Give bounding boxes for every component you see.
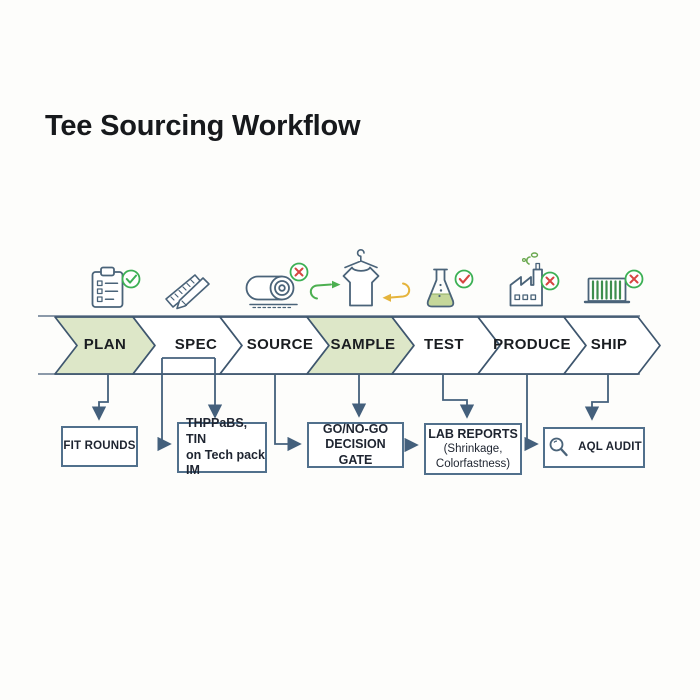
lab-reports-line-3: Colorfastness) [435, 457, 511, 470]
iterate-back-arrow-icon [382, 282, 411, 302]
lab-reports-box: LAB REPORTS (Shrinkage, Colorfastness) [424, 423, 522, 475]
connector-produce-to-aql [524, 375, 539, 452]
decision-gate-box: GO/NO-GO DECISION GATE [307, 422, 404, 468]
connector-source-to-gate [274, 375, 302, 452]
stage-label-ship: SHIP [590, 336, 628, 353]
plan-check-badge [121, 269, 141, 289]
stage-label-test: TEST [424, 336, 464, 353]
stage-label-plan: PLAN [83, 336, 127, 353]
container-icon [583, 277, 631, 304]
connector-test-to-lab [442, 375, 475, 419]
tshirt-icon [342, 249, 380, 307]
factory-icon [509, 252, 543, 307]
page-title: Tee Sourcing Workflow [45, 110, 361, 142]
aql-audit-label: AQL AUDIT [578, 441, 642, 454]
tech-pack-line-3: IM [186, 463, 200, 478]
decision-gate-line-2: DECISION GATE [325, 437, 386, 467]
lab-reports-line-2: (Shrinkage, [443, 443, 503, 456]
produce-fail-badge [540, 271, 560, 291]
tech-pack-line-2: on Tech pack [186, 447, 265, 462]
fit-rounds-label: FIT ROUNDS [63, 440, 136, 453]
magnifier-icon [549, 437, 568, 456]
fabric-roll-icon [245, 275, 298, 309]
stage-label-source: SOURCE [246, 336, 314, 353]
aql-audit-box: AQL AUDIT [543, 427, 645, 468]
ship-fail-badge [624, 269, 644, 289]
test-check-badge [454, 269, 474, 289]
connector-ship-to-aql [584, 375, 609, 421]
stage-label-sample: SAMPLE [330, 336, 396, 353]
connector-spec-to-box-left [157, 358, 172, 452]
tech-pack-line-1: THPPaBS, TIN [186, 416, 248, 446]
iterate-forward-arrow-icon [309, 280, 341, 300]
connector-plan-to-fit [91, 375, 109, 421]
connectors [91, 357, 609, 453]
tech-pack-box: THPPaBS, TIN on Tech pack IM [177, 416, 267, 477]
clipboard-icon [91, 266, 124, 308]
stage-label-spec: SPEC [174, 336, 218, 353]
lab-reports-title: LAB REPORTS [428, 426, 518, 441]
stage-label-produce: PRODUCE [493, 336, 571, 353]
flask-icon [426, 268, 455, 308]
ruler-pencil-icon [165, 274, 210, 310]
decision-gate-line-1: GO/NO-GO [322, 421, 389, 436]
source-fail-badge [289, 262, 309, 282]
chevron-ship [563, 316, 661, 375]
fit-rounds-box: FIT ROUNDS [61, 426, 138, 467]
